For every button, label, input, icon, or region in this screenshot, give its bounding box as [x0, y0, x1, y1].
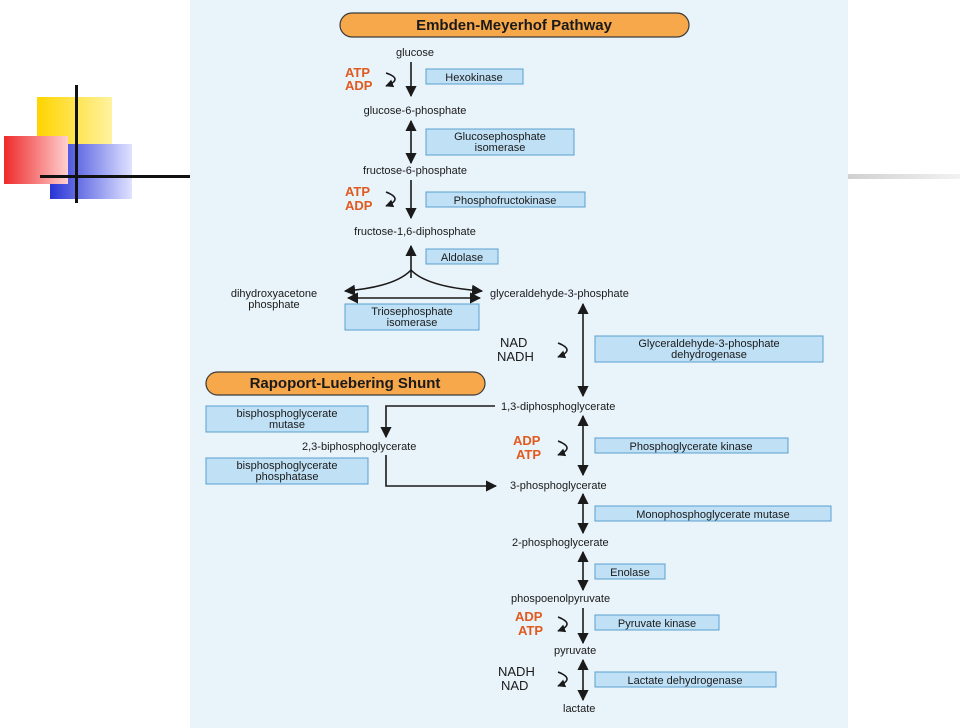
cofactor-gapdh-in: NAD: [500, 335, 527, 350]
svg-text:Pyruvate kinase: Pyruvate kinase: [618, 618, 696, 630]
svg-text:Phosphofructokinase: Phosphofructokinase: [454, 195, 557, 207]
diagram-panel: Embden-Meyerhof Pathway glucose ATP ADP …: [190, 0, 848, 728]
metabolite-f16dp: fructose-1,6-diphosphate: [354, 226, 476, 238]
enzyme-aldolase: Aldolase: [425, 248, 499, 265]
enzyme-bisphosphoglycerate-mutase: bisphosphoglycerate mutase: [205, 405, 369, 433]
enzyme-monophosphoglycerate-mutase: Monophosphoglycerate mutase: [594, 505, 832, 522]
metabolite-bpg23: 2,3-biphosphoglycerate: [302, 441, 416, 453]
svg-text:dehydrogenase: dehydrogenase: [671, 349, 747, 361]
enzyme-lactate-dehydrogenase: Lactate dehydrogenase: [594, 671, 777, 688]
svg-text:bisphosphoglycerate: bisphosphoglycerate: [237, 408, 338, 420]
svg-text:isomerase: isomerase: [475, 142, 526, 154]
metabolite-pyruvate: pyruvate: [554, 645, 596, 657]
cofactor-curve-pgk: [557, 440, 568, 457]
arrow-aldolase-left: [343, 269, 412, 296]
cofactor-pk-out: ATP: [518, 623, 543, 638]
cofactor-hk-in: ATP: [345, 65, 370, 80]
enzyme-bisphosphoglycerate-phosphatase: bisphosphoglycerate phosphatase: [205, 457, 369, 485]
enzyme-gapdh: Glyceraldehyde-3-phosphate dehydrogenase: [594, 335, 824, 363]
metabolite-lactate: lactate: [563, 703, 595, 715]
cofactor-pfk-in: ATP: [345, 184, 370, 199]
cofactor-curve-hk: [385, 72, 396, 88]
metabolite-pg2: 2-phosphoglycerate: [512, 537, 609, 549]
cofactor-pk-in: ADP: [515, 609, 543, 624]
cofactor-curve-gapdh: [557, 342, 568, 359]
metabolite-pg3: 3-phosphoglycerate: [510, 480, 607, 492]
cofactor-pgk-out: ATP: [516, 447, 541, 462]
cofactor-ldh-out: NAD: [501, 678, 528, 693]
metabolite-dhap-line2: phosphate: [248, 299, 299, 311]
svg-text:bisphosphoglycerate: bisphosphoglycerate: [237, 460, 338, 472]
deco-right-rule: [848, 174, 960, 179]
cofactor-hk-out: ADP: [345, 78, 373, 93]
svg-text:phosphatase: phosphatase: [256, 471, 319, 483]
metabolite-glucose: glucose: [396, 47, 434, 59]
pathway-diagram: Embden-Meyerhof Pathway glucose ATP ADP …: [205, 12, 832, 715]
shunt-title: Rapoport-Luebering Shunt: [205, 371, 486, 396]
svg-text:Aldolase: Aldolase: [441, 252, 483, 264]
svg-text:Enolase: Enolase: [610, 567, 650, 579]
enzyme-enolase: Enolase: [594, 563, 666, 580]
cofactor-curve-ldh: [557, 671, 568, 688]
enzyme-phosphoglycerate-kinase: Phosphoglycerate kinase: [594, 437, 789, 454]
cofactor-pgk-in: ADP: [513, 433, 541, 448]
metabolite-f6p: fructose-6-phosphate: [363, 165, 467, 177]
metabolite-pep: phospoenolpyruvate: [511, 593, 610, 605]
svg-text:Monophosphoglycerate mutase: Monophosphoglycerate mutase: [636, 509, 789, 521]
cofactor-pfk-out: ADP: [345, 198, 373, 213]
enzyme-triosephosphate-isomerase: Triosephosphate isomerase: [344, 303, 480, 331]
svg-text:Glyceraldehyde-3-phosphate: Glyceraldehyde-3-phosphate: [638, 338, 779, 350]
arrow-aldolase-right: [410, 269, 484, 296]
svg-text:mutase: mutase: [269, 419, 305, 431]
metabolite-g6p: glucose-6-phosphate: [364, 105, 467, 117]
cofactor-gapdh-out: NADH: [497, 349, 534, 364]
arrow-bpg23-pg3: [385, 455, 498, 492]
svg-text:Embden-Meyerhof Pathway: Embden-Meyerhof Pathway: [416, 17, 613, 34]
deco-vertical-line: [75, 85, 78, 203]
cofactor-ldh-in: NADH: [498, 664, 535, 679]
arrow-bpg13-bpg23: [380, 405, 495, 439]
svg-text:Lactate dehydrogenase: Lactate dehydrogenase: [628, 675, 743, 687]
svg-text:Phosphoglycerate kinase: Phosphoglycerate kinase: [630, 441, 753, 453]
cofactor-curve-pk: [557, 616, 568, 633]
svg-text:Glucosephosphate: Glucosephosphate: [454, 131, 546, 143]
svg-text:Hexokinase: Hexokinase: [445, 72, 502, 84]
enzyme-glucosephosphate-isomerase: Glucosephosphate isomerase: [425, 128, 575, 156]
enzyme-hexokinase: Hexokinase: [425, 68, 524, 85]
metabolite-gap: glyceraldehyde-3-phosphate: [490, 288, 629, 300]
svg-text:Rapoport-Luebering Shunt: Rapoport-Luebering Shunt: [250, 375, 441, 392]
metabolite-dhap-line1: dihydroxyacetone: [231, 288, 317, 300]
main-title: Embden-Meyerhof Pathway: [339, 12, 690, 38]
enzyme-phosphofructokinase: Phosphofructokinase: [425, 191, 586, 208]
enzyme-pyruvate-kinase: Pyruvate kinase: [594, 614, 720, 631]
svg-text:isomerase: isomerase: [387, 317, 438, 329]
metabolite-bpg13: 1,3-diphosphoglycerate: [501, 401, 615, 413]
deco-horizontal-line: [40, 175, 190, 178]
cofactor-curve-pfk: [385, 191, 396, 208]
svg-text:Triosephosphate: Triosephosphate: [371, 306, 453, 318]
